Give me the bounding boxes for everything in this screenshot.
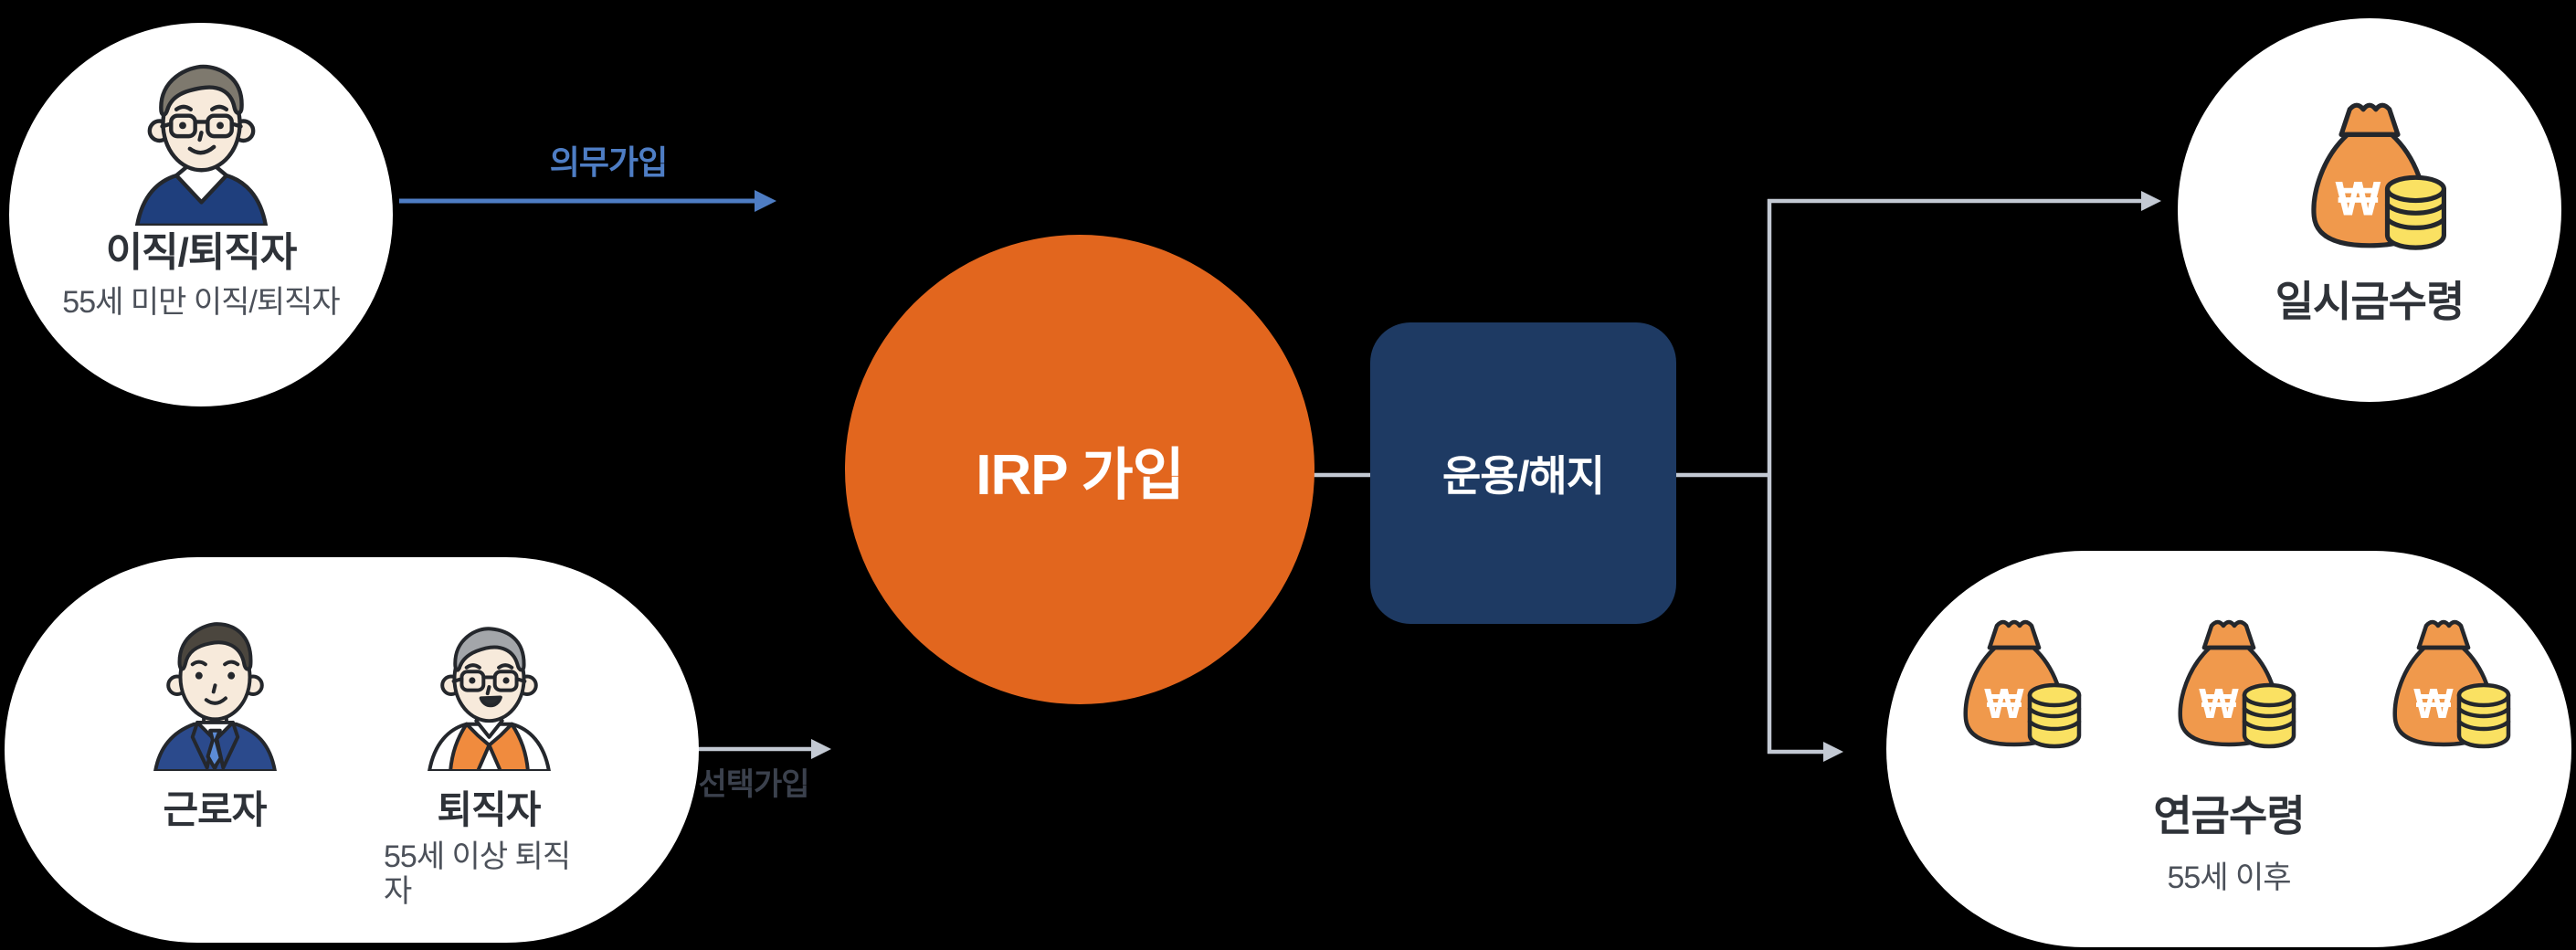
worker-group: 근로자 [110, 618, 320, 831]
job-changer-node: 이직/퇴직자 55세 미만 이직/퇴직자 [9, 23, 393, 406]
optional-join-label: 선택가입 [698, 767, 809, 802]
subscribers-node: 근로자 [5, 557, 699, 943]
money-bag-icon: W [2311, 102, 2446, 250]
mandatory-join-label: 의무가입 [549, 143, 668, 181]
pension-label: 연금수령 [2153, 792, 2305, 839]
retiree-group: 퇴직자 55세 이상 퇴직자 [384, 618, 594, 909]
retiree-label: 퇴직자 [437, 788, 542, 831]
job-changer-title: 이직/퇴직자 [105, 230, 298, 275]
money-bag-icon: W [2392, 619, 2511, 749]
mandatory-arrow-head [755, 190, 776, 212]
lump-sum-node: W 일시금수령 [2178, 18, 2561, 402]
retiree-subtitle: 55세 이상 퇴직자 [384, 839, 571, 909]
pension-subtitle: 55세 이후 [2167, 860, 2291, 895]
lump-sum-label: 일시금수령 [2275, 278, 2465, 325]
manage-terminate-label: 운용/해지 [1441, 452, 1605, 500]
irp-join-node: IRP 가입 [845, 235, 1314, 704]
optional-arrow-head [811, 739, 831, 759]
man-glasses-navy-sweater-avatar-icon [134, 64, 268, 226]
branch-to-pension-arrow-head [1823, 742, 1843, 762]
job-changer-subtitle: 55세 미만 이직/퇴직자 [62, 285, 340, 321]
money-bag-icon: W [1963, 619, 2082, 749]
money-bag-icon: W [2178, 619, 2296, 749]
man-suit-blue-tie-avatar-icon [153, 622, 277, 771]
man-glasses-orange-vest-avatar-icon [427, 627, 551, 771]
branch-to-lump-arrow-head [2141, 191, 2161, 211]
money-bags-row: W W [1946, 615, 2512, 752]
pension-node: W W [1886, 551, 2571, 947]
manage-terminate-node: 운용/해지 [1370, 322, 1676, 624]
irp-join-label: IRP 가입 [976, 444, 1185, 507]
worker-label: 근로자 [163, 788, 268, 831]
